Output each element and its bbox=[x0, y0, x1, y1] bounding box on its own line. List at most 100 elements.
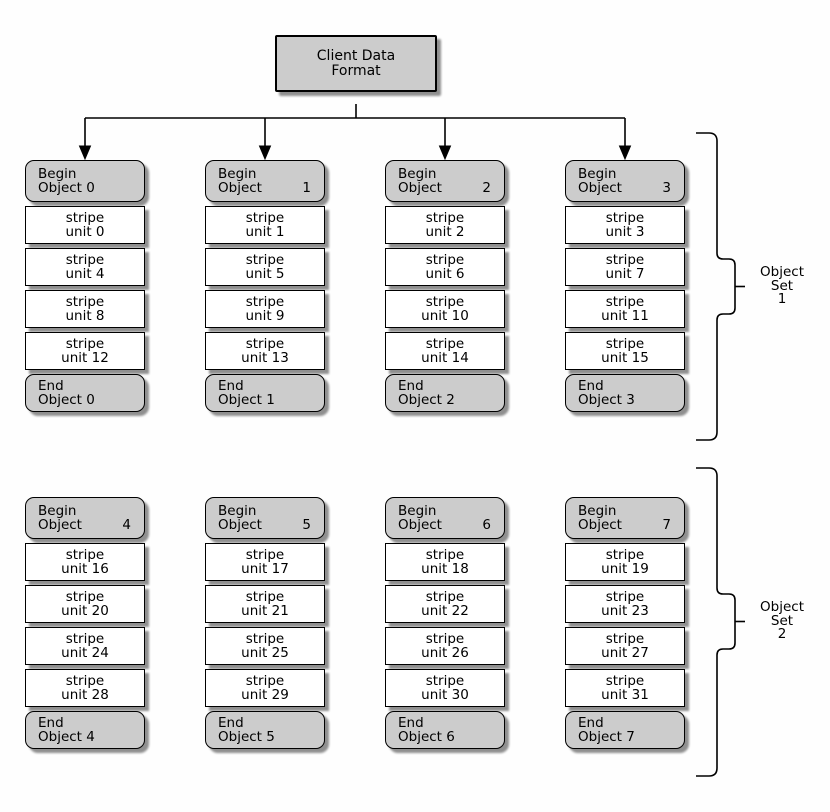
unit-label: unit 23 bbox=[601, 603, 649, 619]
stripe-label: stripe bbox=[605, 673, 645, 689]
tree-connector bbox=[84, 104, 626, 147]
stripe-label: stripe bbox=[65, 336, 105, 352]
end-label: End bbox=[218, 715, 244, 731]
stripe-label: stripe bbox=[245, 547, 285, 563]
stripe-label: stripe bbox=[605, 210, 645, 226]
stripe-label: stripe bbox=[425, 294, 465, 310]
stripe-label: stripe bbox=[425, 252, 465, 268]
unit-label: unit 22 bbox=[421, 603, 469, 619]
begin-label: Begin bbox=[578, 503, 617, 519]
unit-label: unit 15 bbox=[601, 350, 649, 366]
unit-label: unit 8 bbox=[65, 308, 105, 324]
end-label: End bbox=[38, 715, 64, 731]
end-label: End bbox=[578, 715, 604, 731]
end-object-box: End Object 7 bbox=[565, 711, 685, 749]
unit-label: unit 14 bbox=[421, 350, 469, 366]
object-number: 2 bbox=[482, 180, 491, 196]
stripe-label: stripe bbox=[65, 210, 105, 226]
begin-object-box: Begin Object 2 bbox=[385, 160, 505, 202]
stripe-label: stripe bbox=[245, 631, 285, 647]
unit-label: unit 24 bbox=[61, 645, 109, 661]
object-name: Object bbox=[578, 517, 622, 533]
object-name: Object 7 bbox=[578, 729, 635, 745]
begin-label: Begin bbox=[398, 503, 437, 519]
stripe-label: stripe bbox=[425, 336, 465, 352]
arrow-down-icon bbox=[618, 145, 632, 161]
stripe-label: stripe bbox=[605, 547, 645, 563]
object-set-1-label: Object Set 1 bbox=[760, 264, 804, 307]
object-number: 3 bbox=[662, 180, 671, 196]
stripe-label: stripe bbox=[425, 210, 465, 226]
title-line: Format bbox=[331, 62, 381, 79]
stripe-label: stripe bbox=[245, 294, 285, 310]
object-set-1-brace bbox=[696, 132, 745, 441]
unit-label: unit 1 bbox=[245, 224, 285, 240]
stripe-label: stripe bbox=[65, 294, 105, 310]
unit-label: unit 18 bbox=[421, 561, 469, 577]
end-label: End bbox=[38, 378, 64, 394]
arrow-down-icon bbox=[78, 145, 92, 161]
object-set-2-label: Object Set 2 bbox=[760, 599, 804, 642]
end-label: End bbox=[398, 715, 424, 731]
stripe-label: stripe bbox=[425, 631, 465, 647]
unit-label: unit 7 bbox=[605, 266, 645, 282]
end-object-box: End Object 4 bbox=[25, 711, 145, 749]
object-number: 1 bbox=[302, 180, 311, 196]
object-name: Object bbox=[38, 517, 82, 533]
object-name: Object bbox=[218, 180, 262, 196]
stripe-label: stripe bbox=[605, 631, 645, 647]
stripe-label: stripe bbox=[245, 252, 285, 268]
end-label: End bbox=[398, 378, 424, 394]
object-name: Object 5 bbox=[218, 729, 275, 745]
unit-label: unit 4 bbox=[65, 266, 105, 282]
object-name: Object bbox=[578, 180, 622, 196]
unit-label: unit 17 bbox=[241, 561, 289, 577]
arrowheads bbox=[78, 145, 632, 161]
end-label: End bbox=[218, 378, 244, 394]
stripe-label: stripe bbox=[245, 589, 285, 605]
stripe-label: stripe bbox=[65, 631, 105, 647]
unit-label: unit 26 bbox=[421, 645, 469, 661]
stripe-label: stripe bbox=[425, 589, 465, 605]
unit-label: unit 0 bbox=[65, 224, 105, 240]
unit-label: unit 9 bbox=[245, 308, 285, 324]
object-number: 4 bbox=[122, 517, 131, 533]
unit-label: unit 5 bbox=[245, 266, 285, 282]
begin-label: Begin bbox=[398, 166, 437, 182]
unit-label: unit 28 bbox=[61, 687, 109, 703]
stripe-label: stripe bbox=[605, 589, 645, 605]
object-number: 5 bbox=[302, 517, 311, 533]
unit-label: unit 27 bbox=[601, 645, 649, 661]
object-name: Object bbox=[398, 180, 442, 196]
stripe-label: stripe bbox=[65, 673, 105, 689]
begin-label: Begin bbox=[38, 503, 77, 519]
